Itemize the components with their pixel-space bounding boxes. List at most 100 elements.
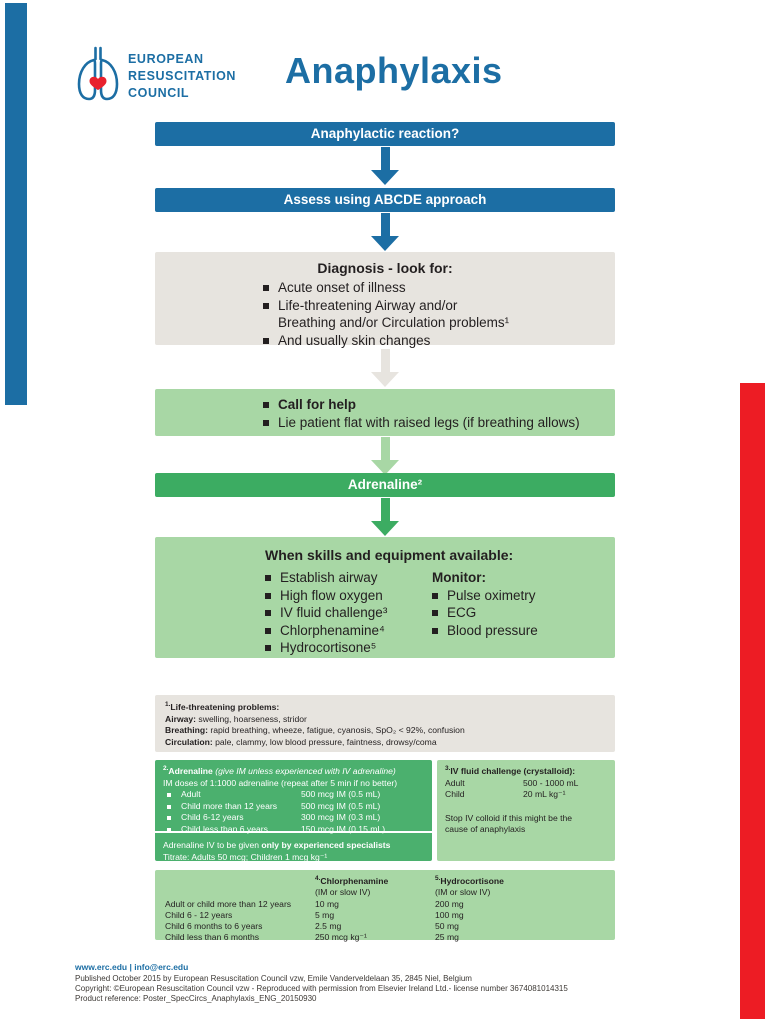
- flow-box-diagnosis: Diagnosis - look for: Acute onset of ill…: [155, 252, 615, 348]
- adrenaline-title-text: Adrenaline: [168, 766, 213, 776]
- fluid-value: 500 - 1000 mL: [523, 777, 579, 788]
- chlorphenamine-dose: 250 mcg kg⁻¹: [315, 932, 367, 942]
- row-label: Child less than 6 months: [165, 932, 260, 942]
- arrow-stem: [380, 213, 390, 236]
- bullet-icon: [263, 285, 269, 291]
- bullet-icon: [263, 402, 269, 408]
- arrow-stem: [380, 349, 390, 372]
- arrow-stem: [380, 437, 390, 460]
- flow-arrow-down: [368, 498, 402, 536]
- arrow-head: [371, 372, 399, 387]
- diagnosis-bullets: Acute onset of illness Life-threatening …: [263, 279, 615, 349]
- dose-value: 500 mcg IM (0.5 mL): [301, 800, 381, 811]
- fluid-value: 20 mL kg⁻¹: [523, 789, 566, 799]
- footnote-marker: 5.: [435, 875, 441, 882]
- skills-bullet: Hydrocortisone⁵: [280, 640, 377, 655]
- adrenaline-title-note: (give IM unless experienced with IV adre…: [212, 766, 396, 776]
- arrow-head: [371, 521, 399, 536]
- diagnosis-title: Diagnosis - look for:: [317, 260, 453, 276]
- bullet-icon: [263, 302, 269, 309]
- footer-copyright-line: Copyright: ©European Resuscitation Counc…: [75, 984, 568, 993]
- fluid-title-text: IV fluid challenge (crystalloid):: [450, 766, 576, 776]
- dose-row: Child more than 12 years 500 mcg IM (0.5 …: [163, 801, 424, 813]
- row-label: Child 6 months to 6 years: [165, 921, 263, 931]
- skills-bullet: IV fluid challenge³: [280, 605, 388, 620]
- hydrocortisone-title: Hydrocortisone: [440, 876, 504, 886]
- breathing-label: Breathing:: [165, 725, 208, 735]
- fluid-label: Child: [445, 789, 465, 799]
- bullet-icon: [265, 592, 271, 599]
- footnote-marker: 2.: [163, 765, 169, 772]
- skills-left-list: Establish airway High flow oxygen IV flu…: [265, 569, 410, 657]
- adrenaline-iv-note: Adrenaline IV to be given only by experi…: [163, 840, 424, 852]
- fluid-title: 3.IV fluid challenge (crystalloid):: [445, 765, 607, 778]
- skills-monitor-list: Monitor: Pulse oximetry ECG Blood pressu…: [432, 569, 538, 657]
- lungs-icon: [77, 58, 97, 101]
- table-row: Child less than 6 months 250 mcg kg⁻¹ 25…: [155, 932, 615, 943]
- dose-value: 500 mcg IM (0.5 mL): [301, 789, 381, 799]
- bullet-icon: [167, 793, 171, 797]
- section-divider: [155, 831, 432, 833]
- bullet-icon: [167, 827, 171, 832]
- chlorphenamine-dose: 2.5 mg: [315, 921, 342, 931]
- skills-bullet: High flow oxygen: [280, 587, 383, 603]
- flow-box-call-for-help: Call for help Lie patient flat with rais…: [155, 389, 615, 436]
- table-route-row: (IM or slow IV) (IM or slow IV): [155, 887, 615, 899]
- dose-row: Adult 500 mcg IM (0.5 mL): [163, 789, 424, 801]
- flow-box-abcde: Assess using ABCDE approach: [155, 188, 615, 212]
- airway-label: Airway:: [165, 713, 197, 724]
- bullet-icon: [432, 592, 438, 599]
- diagnosis-bullet: Life-threatening Airway and/or Breathing…: [278, 297, 509, 332]
- bullet-icon: [263, 337, 269, 344]
- row-label: Child 6 - 12 years: [165, 910, 233, 920]
- footer-published-line: Published October 2015 by European Resus…: [75, 974, 472, 983]
- erc-logo: [77, 46, 119, 101]
- monitor-bullet: Pulse oximetry: [447, 587, 536, 603]
- footnote-airway-line: Airway: swelling, hoarseness, stridor: [165, 714, 605, 726]
- footnote-adrenaline: 2.Adrenaline (give IM unless experienced…: [155, 760, 432, 862]
- left-accent-bar: [5, 3, 27, 405]
- fluid-row: Adult 500 - 1000 mL: [445, 778, 607, 790]
- dose-label: Child more than 12 years: [181, 800, 278, 811]
- footnote-title-text: Life-threatening problems:: [170, 702, 280, 712]
- hydrocortisone-dose: 50 mg: [435, 921, 459, 931]
- erc-wordmark-line: RESUSCITATION: [128, 69, 237, 83]
- chlorphenamine-dose: 10 mg: [315, 899, 339, 909]
- hydrocortisone-route: (IM or slow IV): [435, 887, 491, 897]
- footer-links[interactable]: www.erc.edu | info@erc.edu: [75, 962, 189, 972]
- bullet-icon: [432, 610, 438, 616]
- diagnosis-bullet-line: Breathing and/or Circulation problems¹: [278, 315, 510, 330]
- diagnosis-bullet: And usually skin changes: [278, 332, 431, 348]
- flow-box-anaphylactic-reaction: Anaphylactic reaction?: [155, 122, 615, 146]
- monitor-bullet: ECG: [447, 605, 477, 620]
- dose-label: Adult: [181, 789, 201, 799]
- table-row: Adult or child more than 12 years 10 mg …: [155, 899, 615, 910]
- adrenaline-footnote-title: 2.Adrenaline (give IM unless experienced…: [163, 765, 424, 778]
- fluid-note: Stop IV colloid if this might be the cau…: [445, 812, 573, 835]
- skills-title: When skills and equipment available:: [265, 547, 514, 563]
- footnote-problems: 1.Life-threatening problems: Airway: swe…: [155, 695, 615, 752]
- arrow-head: [371, 170, 399, 185]
- footnote-marker: 1.: [165, 701, 171, 708]
- adrenaline-titrate: Titrate: Adults 50 mcg; Children 1 mcg k…: [163, 851, 328, 862]
- bullet-icon: [265, 627, 271, 634]
- chlorphenamine-dose: 5 mg: [315, 910, 335, 920]
- skills-bullet: Chlorphenamine⁴: [280, 622, 385, 638]
- skills-bullet: Establish airway: [280, 570, 378, 585]
- dose-value: 300 mcg IM (0.3 mL): [301, 812, 381, 822]
- circulation-text: pale, clammy, low blood pressure, faintn…: [212, 736, 437, 747]
- flow-box-skills: When skills and equipment available: Est…: [155, 537, 615, 658]
- hydrocortisone-header: 5.Hydrocortisone: [435, 875, 504, 888]
- drug-dose-table: 4.Chlorphenamine 5.Hydrocortisone (IM or…: [155, 870, 615, 943]
- fluid-label: Adult: [445, 777, 465, 788]
- footer-product-reference: Product reference: Poster_SpecCircs_Anap…: [75, 994, 317, 1003]
- call-for-help-bullet: Call for help: [278, 397, 357, 412]
- chlorphenamine-title: Chlorphenamine: [320, 876, 389, 886]
- footnote-breathing-line: Breathing: rapid breathing, wheeze, fati…: [165, 725, 605, 737]
- right-accent-bar: [740, 383, 765, 1019]
- footnote-circulation-line: Circulation: pale, clammy, low blood pre…: [165, 737, 605, 749]
- heart-icon: [89, 76, 107, 91]
- call-for-help-bullet: Lie patient flat with raised legs (if br…: [278, 414, 580, 430]
